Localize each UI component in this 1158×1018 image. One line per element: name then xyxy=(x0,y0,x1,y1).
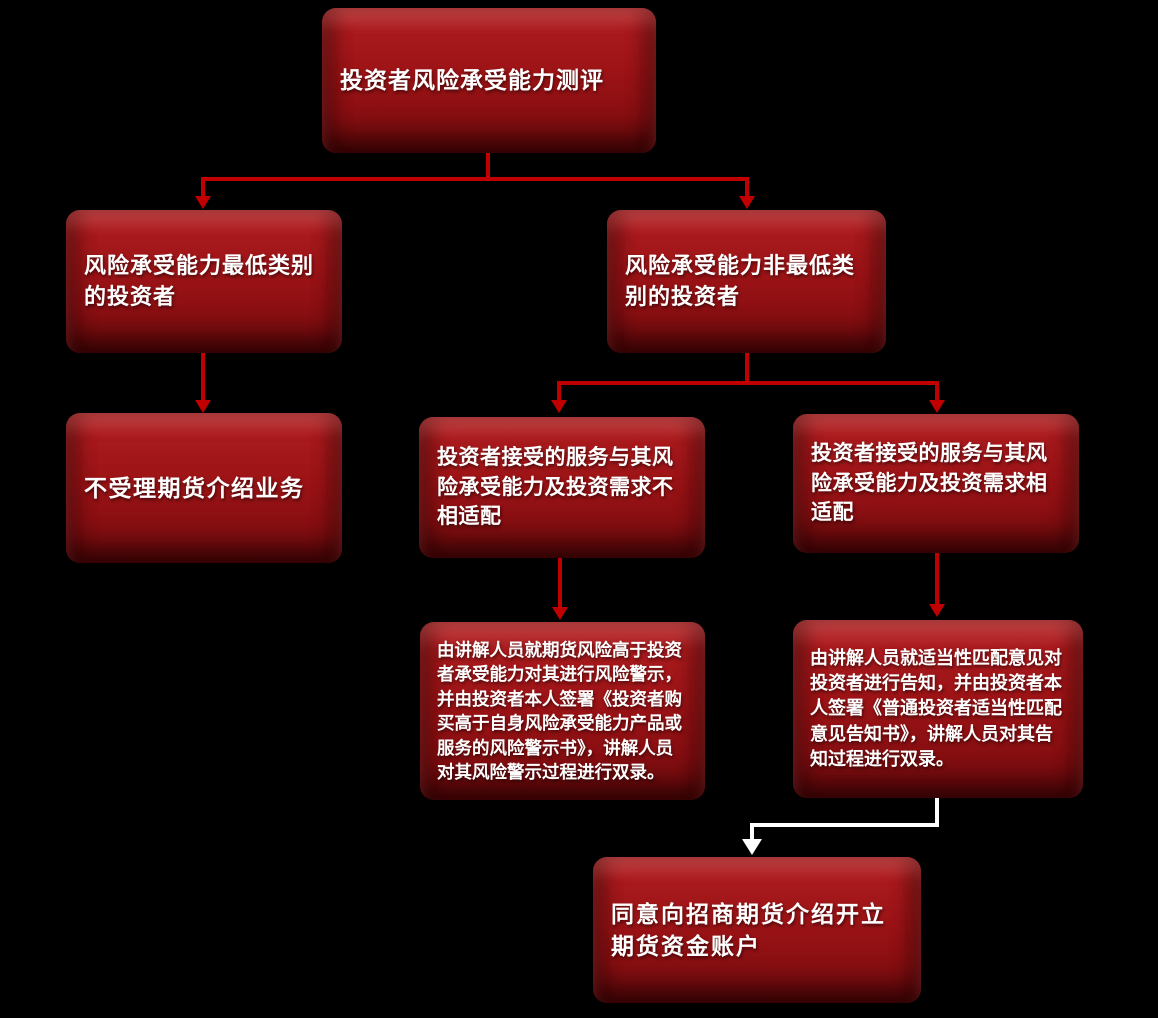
node-agree-open-account: 同意向招商期货介绍开立期货资金账户 xyxy=(593,857,921,1003)
node-reject-ib-business: 不受理期货介绍业务 xyxy=(66,413,342,563)
node-non-lowest-category-investor: 风险承受能力非最低类别的投资者 xyxy=(607,210,886,353)
node-label: 风险承受能力非最低类别的投资者 xyxy=(625,252,856,309)
white-arrowhead-to-final xyxy=(742,839,762,855)
node-suitability-notice-action: 由讲解人员就适当性匹配意见对投资者进行告知，并由投资者本人签署《普通投资者适当性… xyxy=(793,620,1083,798)
arrowhead-to-match xyxy=(929,400,945,413)
arrowhead-to-reject xyxy=(195,400,211,413)
arrowhead-to-mismatch-action xyxy=(552,607,568,620)
node-label: 由讲解人员就期货风险高于投资者承受能力对其进行风险警示，并由投资者本人签署《投资… xyxy=(437,639,682,783)
node-label: 风险承受能力最低类别的投资者 xyxy=(84,252,315,309)
node-risk-assessment: 投资者风险承受能力测评 xyxy=(322,8,656,153)
edge-assessment-split xyxy=(201,152,749,197)
node-label: 投资者接受的服务与其风险承受能力及投资需求不相适配 xyxy=(437,446,674,529)
node-label: 投资者接受的服务与其风险承受能力及投资需求相适配 xyxy=(811,442,1048,525)
node-label: 不受理期货介绍业务 xyxy=(84,474,305,501)
edge-match-action-to-final xyxy=(750,797,939,841)
arrowhead-to-match-action xyxy=(929,604,945,617)
node-label: 投资者风险承受能力测评 xyxy=(340,67,604,94)
edge-nonlowest-split xyxy=(557,353,939,401)
arrowhead-to-nonlowest xyxy=(739,196,755,209)
node-service-match: 投资者接受的服务与其风险承受能力及投资需求相适配 xyxy=(793,414,1079,553)
node-label: 由讲解人员就适当性匹配意见对投资者进行告知，并由投资者本人签署《普通投资者适当性… xyxy=(810,648,1062,769)
arrowhead-to-mismatch xyxy=(551,400,567,413)
node-label: 同意向招商期货介绍开立期货资金账户 xyxy=(611,900,886,959)
node-lowest-category-investor: 风险承受能力最低类别的投资者 xyxy=(66,210,342,353)
node-risk-warning-action: 由讲解人员就期货风险高于投资者承受能力对其进行风险警示，并由投资者本人签署《投资… xyxy=(420,622,705,800)
node-service-mismatch: 投资者接受的服务与其风险承受能力及投资需求不相适配 xyxy=(419,417,705,558)
white-connector xyxy=(750,797,939,841)
arrowhead-to-lowest xyxy=(195,196,211,209)
